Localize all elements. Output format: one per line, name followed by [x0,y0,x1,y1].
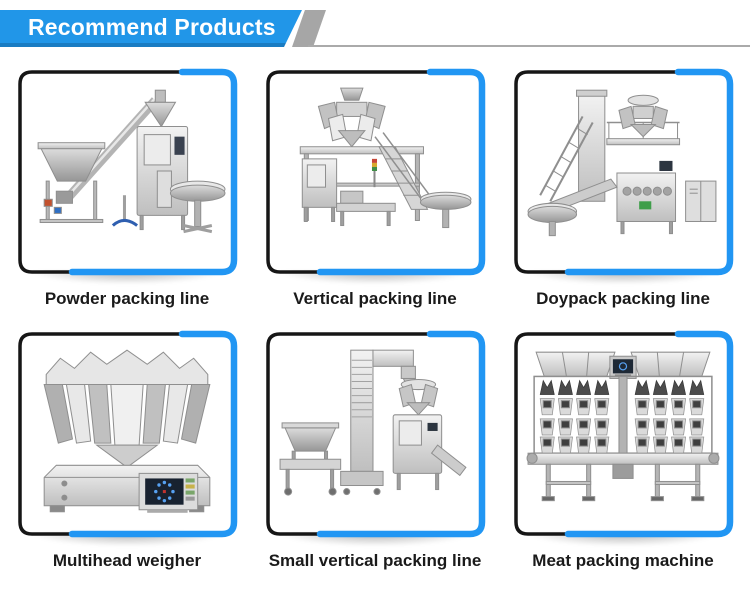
header-underline [308,45,750,47]
section-title: Recommend Products [28,13,276,40]
multihead-weigher-image [26,340,228,528]
product-card-vertical-packing-line[interactable]: Vertical packing line [264,68,486,330]
product-card-doypack-packing-line[interactable]: Doypack packing line [512,68,734,330]
product-image-box [512,68,734,276]
header-banner: Recommend Products [0,10,302,47]
small-vertical-packing-line-image [274,340,476,528]
product-title: Powder packing line [44,289,210,308]
vertical-packing-line-image [274,78,476,266]
product-title: Meat packing machine [532,551,714,570]
product-title: Doypack packing line [536,289,710,308]
meat-packing-machine-image [522,340,724,528]
product-title: Multihead weigher [52,551,202,570]
product-image-box [264,330,486,538]
product-grid: Powder packing line [0,68,750,592]
product-image-box [16,68,238,276]
product-title: Small vertical packing line [268,551,482,570]
product-card-small-vertical-packing-line[interactable]: Small vertical packing line [264,330,486,592]
section-header: Recommend Products [0,0,750,68]
product-card-powder-packing-line[interactable]: Powder packing line [16,68,238,330]
powder-packing-line-image [26,78,228,266]
product-image-box [264,68,486,276]
product-image-box [16,330,238,538]
product-image-box [512,330,734,538]
product-title: Vertical packing line [293,289,457,308]
product-card-multihead-weigher[interactable]: Multihead weigher [16,330,238,592]
doypack-packing-line-image [522,78,724,266]
product-card-meat-packing-machine[interactable]: Meat packing machine [512,330,734,592]
